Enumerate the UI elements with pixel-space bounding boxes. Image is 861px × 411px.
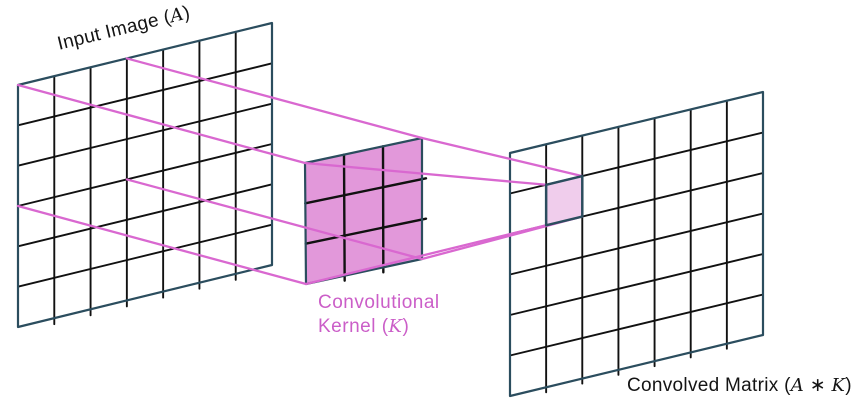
output-label-suffix: ) <box>845 375 852 396</box>
convolutional-kernel-label: Convolutional Kernel (K) <box>318 291 440 339</box>
output-label-math-a: A <box>790 375 805 396</box>
kernel-label-suffix: ) <box>402 316 410 337</box>
kernel-label-prefix: Kernel ( <box>318 316 389 337</box>
output-grid <box>508 90 765 398</box>
output-label-math-k: K <box>831 375 846 396</box>
kernel-grid <box>303 136 428 286</box>
connector-lines <box>16 57 584 286</box>
input-grid <box>16 21 274 329</box>
kernel-label-line1: Convolutional <box>318 292 440 313</box>
convolved-matrix-label: Convolved Matrix (A ∗ K) <box>627 374 852 398</box>
highlighted-output-cell <box>544 174 584 227</box>
output-label-operator: ∗ <box>804 375 832 396</box>
kernel-label-math-k: K <box>388 316 403 337</box>
output-label-prefix: Convolved Matrix ( <box>627 375 791 396</box>
kernel-label-line2: Kernel (K) <box>318 315 440 339</box>
